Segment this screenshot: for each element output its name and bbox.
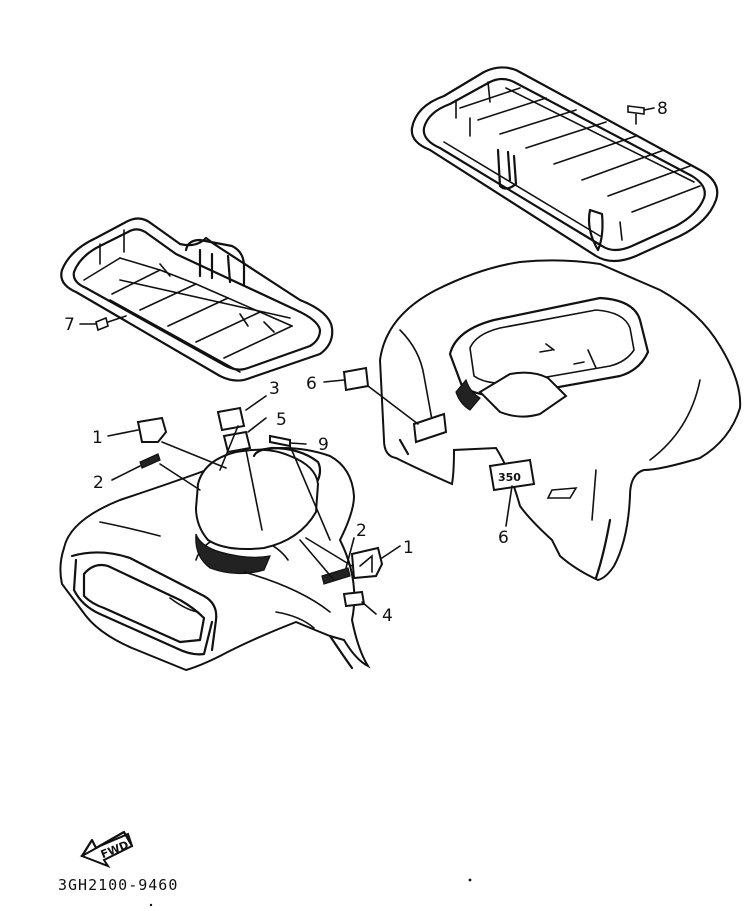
decal-9 — [269, 434, 291, 448]
forward-label: FWD — [99, 838, 131, 861]
decal-8 — [627, 105, 645, 115]
callout-3: 3 — [269, 379, 280, 399]
callout-numbers: 1 2 3 5 9 2 1 4 6 6 7 8 — [64, 99, 668, 626]
callout-8: 8 — [657, 99, 668, 119]
decal-4 — [342, 590, 366, 608]
front-carrier-rack — [60, 217, 334, 382]
callout-7: 7 — [64, 315, 75, 335]
decal-6-350: 350 — [488, 458, 536, 492]
decal-6-left — [342, 366, 370, 392]
drawing-code: 3GH2100-9460 — [58, 876, 179, 894]
forward-arrow-icon: FWD — [79, 830, 134, 869]
callout-2-right: 2 — [356, 521, 367, 541]
decal-1-left — [136, 416, 168, 443]
rear-fender — [378, 259, 742, 582]
callout-2-left: 2 — [93, 473, 104, 493]
decal-350-label: 350 — [498, 471, 521, 484]
front-fender — [59, 446, 371, 672]
callout-5: 5 — [276, 410, 287, 430]
decal-1-right — [350, 546, 384, 580]
decal-3 — [216, 406, 246, 432]
decal-2-left — [139, 453, 161, 469]
callout-4: 4 — [382, 606, 393, 626]
rear-carrier-rack — [410, 66, 719, 263]
callout-9: 9 — [318, 435, 329, 455]
leader-lines — [79, 107, 655, 615]
callout-1-left: 1 — [92, 428, 103, 448]
callout-6-left: 6 — [306, 374, 317, 394]
decal-5 — [222, 430, 252, 454]
decal-7 — [95, 316, 109, 332]
callout-1-right: 1 — [403, 538, 414, 558]
callout-6-bottom: 6 — [498, 528, 509, 548]
decal-2-right — [321, 567, 351, 585]
